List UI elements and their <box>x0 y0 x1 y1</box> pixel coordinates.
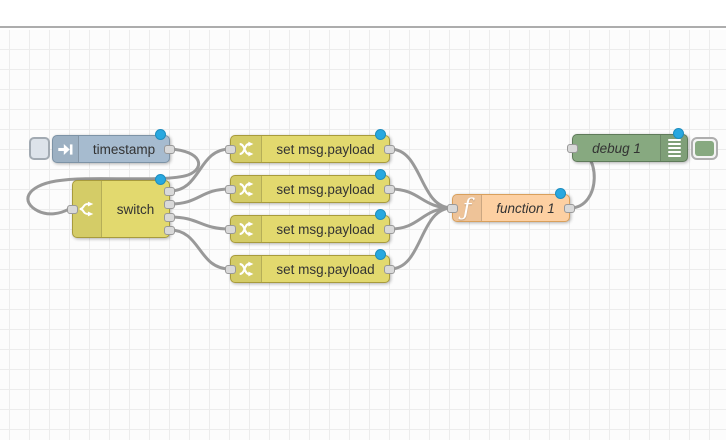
debug-input-port[interactable] <box>567 144 578 153</box>
wire-switch-out4-to-change4[interactable] <box>168 228 232 271</box>
wire-switch-out1-to-change1[interactable] <box>168 147 232 193</box>
inject-trigger-button[interactable] <box>29 137 50 160</box>
function-output-port[interactable] <box>564 204 575 213</box>
node-label: set msg.payload <box>276 221 375 237</box>
change4-output-port[interactable] <box>384 265 395 274</box>
node-label: function 1 <box>496 200 555 216</box>
wire-switch-out2-to-change2[interactable] <box>168 187 232 206</box>
debug-enabled-indicator <box>695 141 714 156</box>
changed-indicator-dot <box>375 249 386 260</box>
changed-indicator-dot <box>375 169 386 180</box>
node-switch[interactable]: switch <box>67 174 175 238</box>
change-shuffle-icon <box>231 176 262 202</box>
switch-output-port-3[interactable] <box>164 213 175 222</box>
changed-indicator-dot <box>673 128 684 139</box>
change3-input-port[interactable] <box>225 225 236 234</box>
change3-output-port[interactable] <box>384 225 395 234</box>
switch-input-port[interactable] <box>67 205 78 214</box>
change2-output-port[interactable] <box>384 185 395 194</box>
change1-input-port[interactable] <box>225 145 236 154</box>
debug-toggle-button[interactable] <box>691 137 718 160</box>
switch-output-port-1[interactable] <box>164 187 175 196</box>
switch-output-port-4[interactable] <box>164 226 175 235</box>
function-input-port[interactable] <box>447 204 458 213</box>
node-function-1[interactable]: ƒ function 1 <box>447 188 575 222</box>
change-shuffle-icon <box>231 136 262 162</box>
change-shuffle-icon <box>231 256 262 282</box>
changed-indicator-dot <box>155 174 166 185</box>
workspace-top-edge <box>0 0 726 28</box>
changed-indicator-dot <box>375 209 386 220</box>
node-label: timestamp <box>92 141 156 157</box>
inject-arrow-icon <box>53 136 79 162</box>
inject-output-port[interactable] <box>164 145 175 154</box>
node-inject-timestamp[interactable]: timestamp <box>29 129 175 163</box>
wire-inject-to-switch[interactable] <box>26 147 200 216</box>
debug-messages-icon <box>660 135 687 161</box>
node-change-3[interactable]: set msg.payload <box>225 209 395 243</box>
change1-output-port[interactable] <box>384 145 395 154</box>
wire-switch-out3-to-change3[interactable] <box>168 215 232 231</box>
change4-input-port[interactable] <box>225 265 236 274</box>
changed-indicator-dot <box>375 129 386 140</box>
node-label: set msg.payload <box>276 261 375 277</box>
node-change-2[interactable]: set msg.payload <box>225 169 395 203</box>
change-shuffle-icon <box>231 216 262 242</box>
changed-indicator-dot <box>555 188 566 199</box>
node-label: set msg.payload <box>276 181 375 197</box>
node-debug-1[interactable]: debug 1 <box>567 128 718 162</box>
node-change-1[interactable]: set msg.payload <box>225 129 395 163</box>
node-change-4[interactable]: set msg.payload <box>225 249 395 283</box>
switch-output-port-2[interactable] <box>164 200 175 209</box>
node-label: set msg.payload <box>276 141 375 157</box>
node-label: switch <box>116 201 155 217</box>
change2-input-port[interactable] <box>225 185 236 194</box>
changed-indicator-dot <box>155 129 166 140</box>
wire-change4-to-function[interactable] <box>388 206 454 271</box>
node-label: debug 1 <box>592 140 641 156</box>
